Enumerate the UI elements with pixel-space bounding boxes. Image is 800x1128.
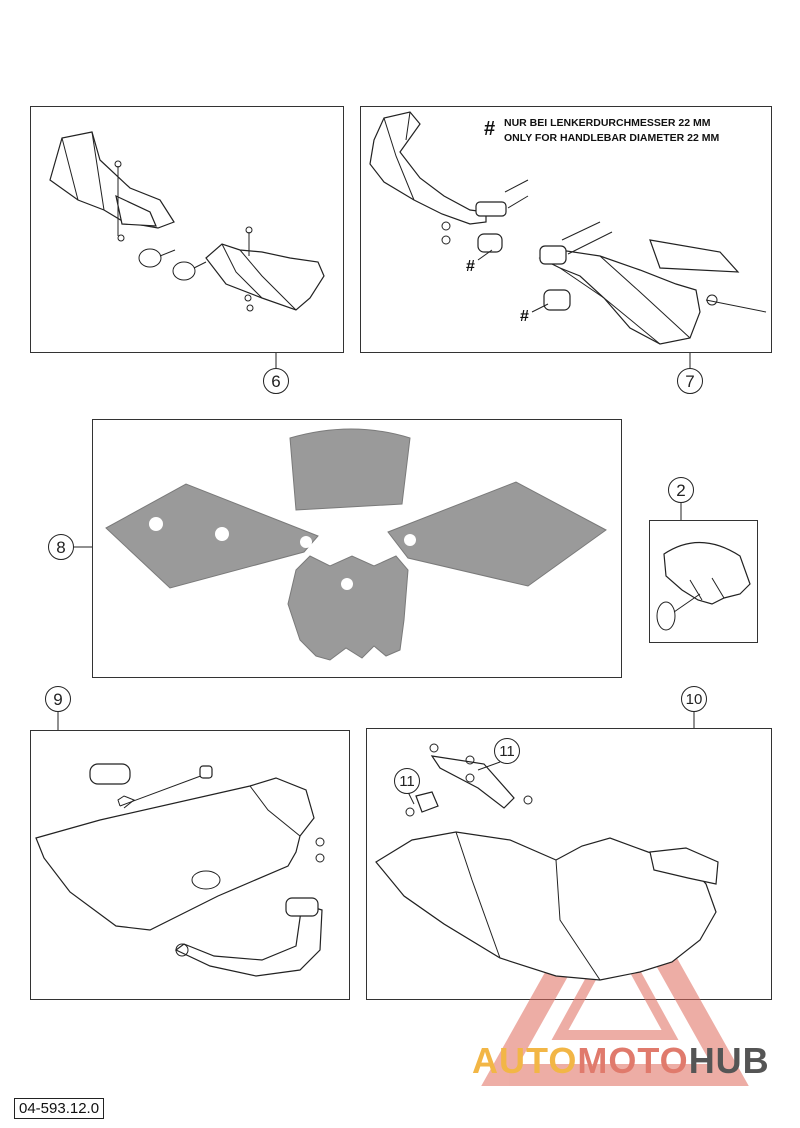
panel-hand-guards-7 xyxy=(360,106,772,353)
callout-11-lower[interactable]: 11 xyxy=(394,768,420,794)
number-plate-front-drawing xyxy=(287,555,409,661)
number-plate-top-drawing xyxy=(289,428,411,511)
skid-plate-9-drawing xyxy=(35,763,325,977)
hash-marker: # xyxy=(520,308,529,325)
callout-10[interactable]: 10 xyxy=(681,686,707,712)
skid-plate-10-drawing xyxy=(375,743,719,981)
handlebar-note-line2: ONLY FOR HANDLEBAR DIAMETER 22 MM xyxy=(504,132,720,144)
callout-6[interactable]: 6 xyxy=(263,368,289,394)
callout-7[interactable]: 7 xyxy=(677,368,703,394)
callout-2[interactable]: 2 xyxy=(668,477,694,503)
number-plate-right-drawing xyxy=(387,481,607,587)
hash-marker: # xyxy=(466,258,475,275)
callout-9[interactable]: 9 xyxy=(45,686,71,712)
leader-lines-11 xyxy=(407,761,501,805)
handlebar-note-symbol: # xyxy=(484,118,496,140)
hand-guard-right-drawing xyxy=(205,226,325,312)
part-2-drawing xyxy=(656,541,751,631)
leader-lines xyxy=(57,353,695,730)
hash-leader-lines xyxy=(477,249,549,313)
part-number: 04-593.12.0 xyxy=(14,1098,105,1119)
watermark-part3: HUB xyxy=(688,1040,770,1081)
number-plate-left-drawing xyxy=(105,483,319,589)
handguard-bar-left-drawing xyxy=(369,111,529,253)
watermark-part2: MOTO xyxy=(577,1040,689,1081)
callout-11-upper[interactable]: 11 xyxy=(494,738,520,764)
handlebar-note-line1: NUR BEI LENKERDURCHMESSER 22 MM xyxy=(504,117,711,129)
callout-8[interactable]: 8 xyxy=(48,534,74,560)
watermark-part1: AUTO xyxy=(472,1040,578,1081)
watermark-brand: AUTOMOTOHUB xyxy=(472,1040,770,1082)
handguard-bar-right-drawing xyxy=(538,221,767,345)
hand-guard-left-drawing xyxy=(49,131,207,281)
